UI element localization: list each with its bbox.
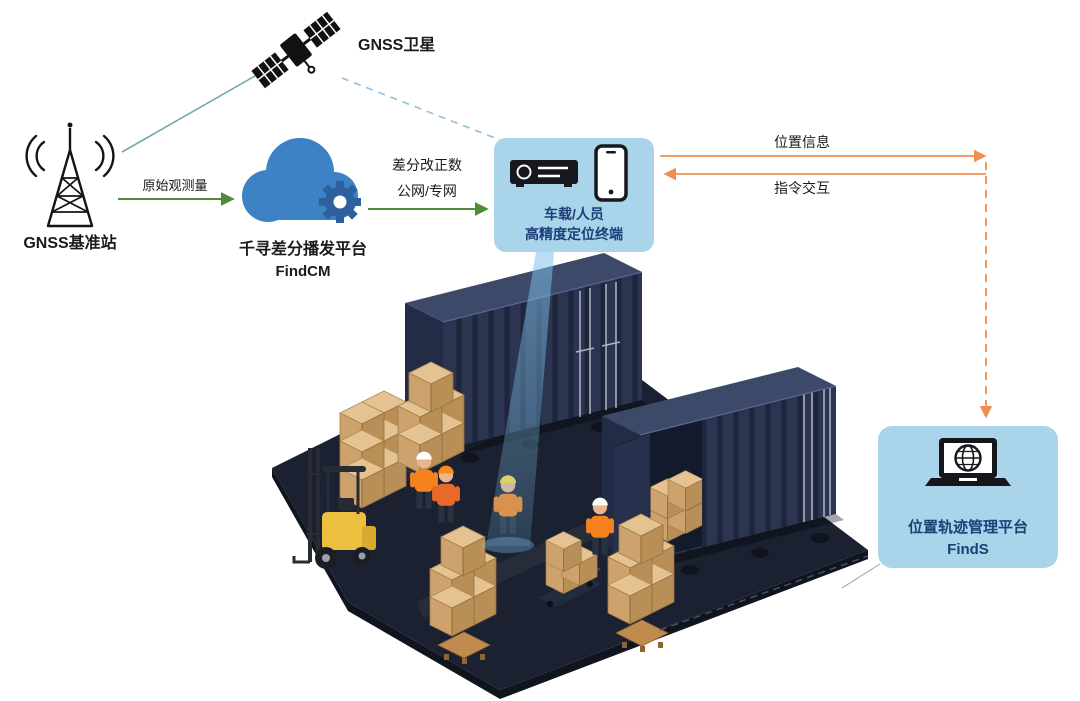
forklift: [292, 448, 376, 569]
satellite-label: GNSS卫星: [358, 36, 435, 54]
management-platform-label: 位置轨迹管理平台: [908, 518, 1028, 536]
vehicle-receiver-icon: [510, 160, 578, 187]
management-panel: [878, 426, 1058, 568]
correction-label-2: 公网/专网: [397, 183, 457, 199]
beam-footprint: [482, 537, 534, 553]
antenna-tower-icon: [25, 122, 115, 228]
base-station-label: GNSS基准站: [23, 233, 116, 252]
position-info-label: 位置信息: [774, 134, 830, 150]
correction-label-1: 差分改正数: [392, 157, 462, 173]
pallet-jack: [538, 531, 602, 608]
findcm-label: FindCM: [276, 263, 331, 280]
raw-observation-label: 原始观测量: [142, 178, 207, 193]
zone-dashed-boundary: [659, 555, 869, 631]
gear-icon: [319, 181, 361, 223]
cloud-platform-label: 千寻差分播发平台: [239, 239, 367, 258]
terminal-label-1: 车载/人员: [544, 206, 604, 222]
positioning-beam: [486, 252, 554, 546]
satellite-base-link: [121, 71, 263, 153]
platform-scene-connector: [841, 563, 881, 589]
smartphone-icon: [594, 144, 628, 202]
satellite-terminal-link: [341, 77, 501, 141]
warehouse-scene: [272, 252, 881, 699]
finds-label: FindS: [947, 541, 989, 558]
globe-icon: [954, 444, 982, 472]
terminal-label-2: 高精度定位终端: [525, 226, 623, 242]
pallet-stack-1: [339, 390, 407, 509]
laptop-globe-icon: [925, 438, 1011, 486]
command-label: 指令交互: [774, 180, 830, 196]
gnss-satellite-icon: [251, 11, 341, 89]
cloud-gear-icon: [242, 138, 361, 223]
container-1: [405, 253, 650, 463]
